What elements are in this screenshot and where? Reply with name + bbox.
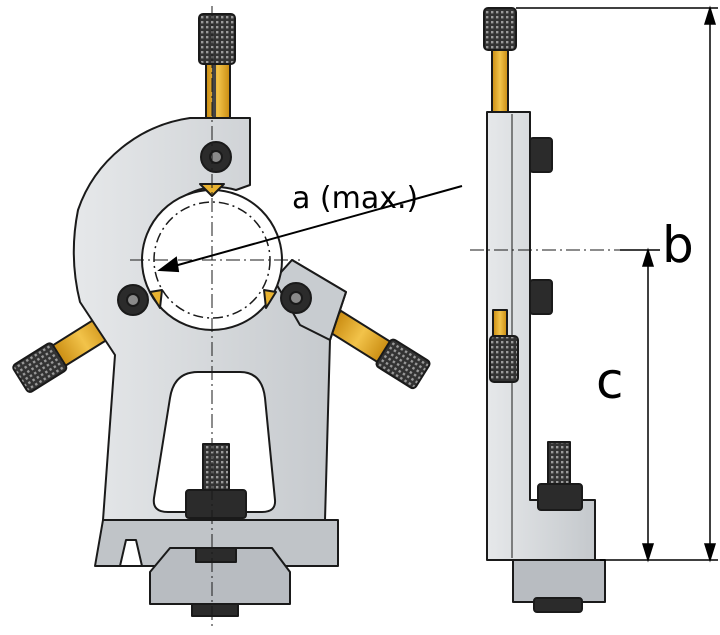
bolt-left xyxy=(117,284,149,316)
side-view xyxy=(470,7,620,613)
side-bolt-lower xyxy=(529,279,553,315)
clamp-shoe xyxy=(149,547,291,605)
label-c: c xyxy=(596,352,624,410)
side-bolt-upper xyxy=(529,137,553,173)
dimension-b xyxy=(516,5,718,563)
side-clamp-shoe xyxy=(512,559,606,603)
bolt-top xyxy=(200,141,232,173)
bolt-right xyxy=(280,282,312,314)
right-jaw xyxy=(326,309,431,390)
top-knurled-knob xyxy=(198,13,236,65)
side-plate xyxy=(486,111,596,561)
right-knurled-knob xyxy=(375,338,431,390)
base-notch xyxy=(119,539,143,567)
left-knurled-knob xyxy=(12,342,68,393)
dimension-a xyxy=(157,185,463,273)
label-b: b xyxy=(662,216,694,274)
center-stud xyxy=(202,443,230,495)
dimension-c xyxy=(620,247,660,563)
label-a-max: a (max.) xyxy=(292,181,418,216)
frame-window xyxy=(152,371,277,513)
front-centerlines xyxy=(130,6,300,630)
side-knurled-knob xyxy=(483,7,517,51)
side-lower-knob xyxy=(489,335,519,383)
top-jaw xyxy=(198,13,236,123)
center-nut xyxy=(185,489,247,519)
front-view xyxy=(12,6,431,630)
